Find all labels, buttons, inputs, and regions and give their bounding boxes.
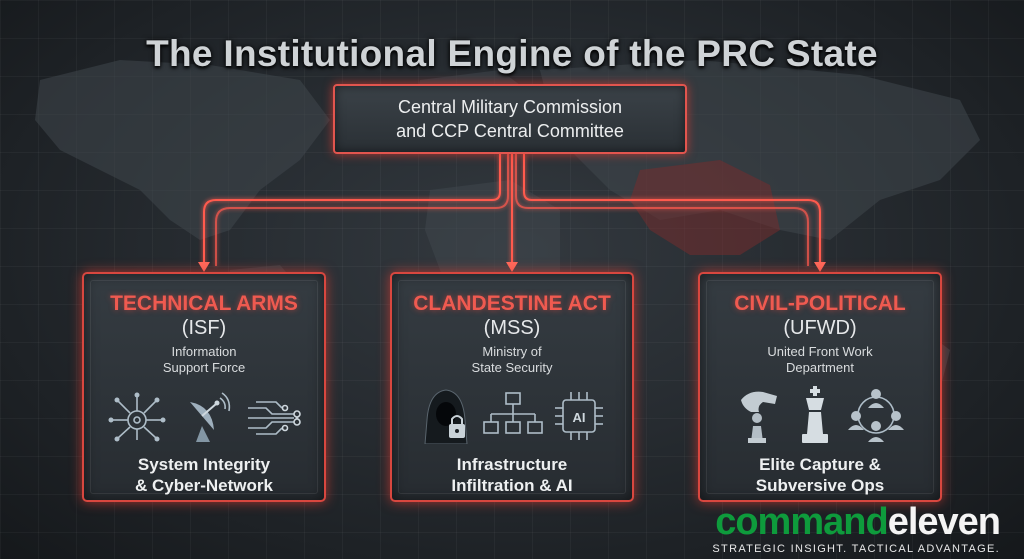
satellite-dish-icon	[190, 392, 231, 442]
central-command-line1: Central Military Commission	[397, 97, 623, 117]
node-footer: Elite Capture & Subversive Ops	[700, 454, 940, 496]
technical-arms-node: TECHNICAL ARMS (ISF) Information Support…	[82, 272, 326, 502]
chess-king-icon	[802, 386, 828, 443]
node-description-line1: United Front Work	[767, 344, 873, 359]
node-footer-line2: Infiltration & AI	[451, 476, 573, 495]
node-description-line1: Ministry of	[482, 344, 542, 359]
central-command-line2: and CCP Central Committee	[396, 121, 624, 141]
central-command-node: Central Military Commission and CCP Cent…	[333, 84, 687, 154]
node-description-line2: Support Force	[162, 360, 246, 375]
clandestine-act-node: CLANDESTINE ACT (MSS) Ministry of State …	[390, 272, 634, 502]
arrow-left-icon	[198, 262, 210, 272]
node-abbreviation: (ISF)	[181, 317, 227, 339]
people-network-icon	[848, 389, 904, 442]
node-footer-line1: Infrastructure	[456, 455, 568, 474]
node-icons	[84, 386, 324, 444]
node-description: United Front Work Department	[700, 344, 940, 376]
brand-tagline: STRATEGIC INSIGHT. TACTICAL ADVANTAGE.	[712, 543, 1000, 555]
node-description-line2: State Security	[471, 360, 553, 375]
network-node-icon	[108, 392, 166, 442]
node-icons: AI	[392, 386, 632, 444]
node-footer: System Integrity & Cyber-Network	[84, 454, 324, 496]
node-description: Information Support Force	[84, 344, 324, 376]
brand-wordmark: commandeleven	[712, 501, 1001, 543]
arrow-right-icon	[814, 262, 826, 272]
chess-hand-icon	[741, 391, 777, 443]
brand-command-text: command	[715, 501, 888, 543]
node-title: CLANDESTINE ACT	[413, 292, 611, 315]
node-description-line2: Department	[786, 360, 854, 375]
hierarchy-icon	[483, 392, 543, 434]
ai-chip-icon: AI	[555, 392, 603, 440]
hooded-figure-icon	[424, 389, 468, 444]
civil-political-node: CIVIL-POLITICAL (UFWD) United Front Work…	[698, 272, 942, 502]
node-footer-line2: & Cyber-Network	[135, 476, 273, 495]
node-footer-line1: Elite Capture &	[759, 455, 881, 474]
svg-text:AI: AI	[573, 410, 586, 425]
node-title: TECHNICAL ARMS	[110, 292, 298, 315]
padlock-icon	[455, 429, 459, 433]
circuit-icon	[248, 401, 301, 435]
brand-eleven-text: eleven	[887, 501, 1001, 543]
node-footer-line1: System Integrity	[137, 455, 271, 474]
node-title: CIVIL-POLITICAL	[734, 292, 906, 315]
node-description-line1: Information	[171, 344, 237, 359]
brand-logo: commandeleven STRATEGIC INSIGHT. TACTICA…	[712, 501, 1001, 555]
page-title: The Institutional Engine of the PRC Stat…	[146, 32, 878, 74]
node-abbreviation: (MSS)	[483, 317, 541, 339]
node-footer-line2: Subversive Ops	[755, 476, 885, 495]
node-description: Ministry of State Security	[392, 344, 632, 376]
node-abbreviation: (UFWD)	[783, 317, 857, 339]
node-icons	[700, 386, 940, 444]
arrow-center-icon	[506, 262, 518, 272]
node-footer: Infrastructure Infiltration & AI	[392, 454, 632, 496]
